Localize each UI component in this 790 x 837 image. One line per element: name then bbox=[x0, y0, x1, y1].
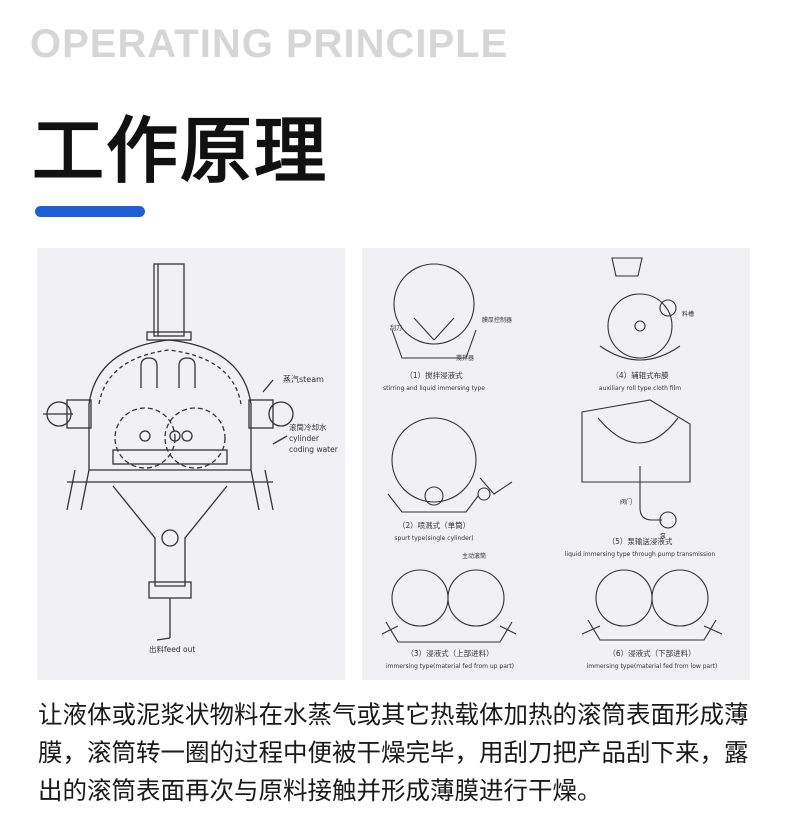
drum-dryer-diagram: 蒸汽steam 滚筒冷却水 cylinder coding water 出料fe… bbox=[37, 248, 345, 680]
drum-left bbox=[114, 407, 176, 469]
type-6-caption-cn: （6）浸液式（下部进料） bbox=[608, 648, 695, 658]
type-1-film-label: 膜厚控制器 bbox=[482, 316, 512, 324]
drum-types-drawing: 刮刀 膜厚控制器 搅拌器 料槽 主动滚筒 阀门 泵 （1）搅拌浸液式 （4）辅辊… bbox=[381, 257, 723, 670]
title-accent-bar bbox=[35, 206, 145, 217]
exhaust-stack bbox=[153, 263, 185, 337]
type-1-stirrer-label: 搅拌器 bbox=[456, 354, 474, 362]
type-2-caption-cn: （2）喷溅式（单筒） bbox=[398, 520, 470, 530]
type-5-caption-en: liquid immersing type through pump trans… bbox=[565, 551, 716, 558]
discharge-hopper bbox=[112, 485, 228, 587]
section-eyebrow: OPERATING PRINCIPLE bbox=[30, 22, 509, 66]
type-3-caption-cn: （3）浸液式（上部进料） bbox=[406, 648, 493, 658]
type-5-figure bbox=[581, 399, 691, 529]
description-line: 让液体或泥浆状物料在水蒸气或其它热载体加热的滚筒表面形成薄 bbox=[38, 700, 749, 729]
page-title: 工作原理 bbox=[32, 109, 329, 193]
type-5-caption-cn: （5）泵输送浸液式 bbox=[608, 536, 673, 546]
dryer-housing bbox=[88, 339, 252, 471]
steam-label: 蒸汽steam bbox=[283, 374, 324, 384]
type-6-figure bbox=[581, 569, 723, 641]
type-4-caption-cn: （4）辅辊式布膜 bbox=[611, 370, 669, 380]
description-line: 膜，滚筒转一圈的过程中便被干燥完毕，用刮刀把产品刮下来，露 bbox=[38, 738, 749, 767]
right-hub bbox=[268, 401, 294, 427]
type-4-caption-en: auxiliary roll type cloth film bbox=[599, 385, 681, 392]
drum-right bbox=[164, 407, 226, 469]
feed-out-label: 出料feed out bbox=[149, 644, 195, 654]
type-1-caption-en: stirring and liquid immersing type bbox=[383, 385, 485, 392]
type-1-scraper-label: 刮刀 bbox=[390, 324, 402, 332]
drum-dryer-drawing: 蒸汽steam 滚筒冷却水 cylinder coding water 出料fe… bbox=[43, 263, 339, 654]
drum-types-diagram: 刮刀 膜厚控制器 搅拌器 料槽 主动滚筒 阀门 泵 （1）搅拌浸液式 （4）辅辊… bbox=[362, 248, 750, 680]
type-4-material-label: 料槽 bbox=[682, 310, 694, 318]
type-5-valve-label: 阀门 bbox=[620, 498, 632, 506]
type-5-pump-label: 泵 bbox=[660, 533, 666, 540]
cooling-label-en2: coding water bbox=[289, 445, 339, 454]
type-4-figure bbox=[599, 257, 681, 361]
description-line: 出的滚筒表面再次与原料接触并形成薄膜进行干燥。 bbox=[38, 776, 602, 805]
type-2-figure bbox=[387, 417, 513, 513]
type-2-caption-en: spurt type(single cylinder) bbox=[394, 535, 473, 542]
principle-description: 让液体或泥浆状物料在水蒸气或其它热载体加热的滚筒表面形成薄 膜，滚筒转一圈的过程… bbox=[38, 696, 758, 810]
cooling-label-en1: cylinder bbox=[289, 434, 320, 443]
type-3-drive-label: 主动滚筒 bbox=[462, 552, 486, 560]
type-1-caption-cn: （1）搅拌浸液式 bbox=[405, 370, 463, 380]
type-3-figure bbox=[381, 569, 517, 643]
type-3-caption-en: immersing type(material fed from up part… bbox=[386, 663, 514, 670]
cooling-label-cn: 滚筒冷却水 bbox=[289, 422, 327, 432]
type-1-figure bbox=[391, 263, 477, 359]
type-6-caption-en: immersing type(material fed from low par… bbox=[587, 663, 718, 670]
